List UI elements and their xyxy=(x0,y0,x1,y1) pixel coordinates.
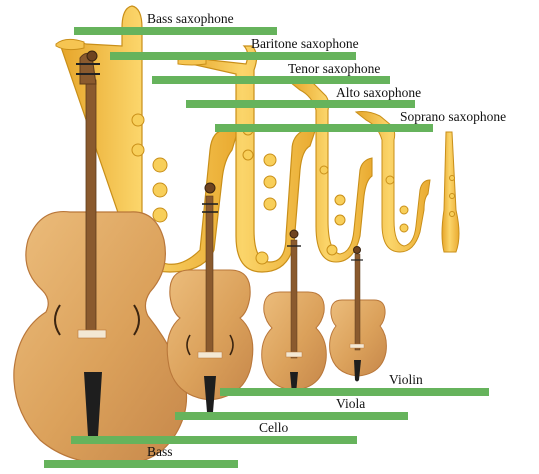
label-bar-bass xyxy=(44,460,238,468)
label-baritone-saxophone: Baritone saxophone xyxy=(251,37,359,51)
label-bass-saxophone: Bass saxophone xyxy=(147,12,234,26)
label-bass: Bass xyxy=(147,445,173,459)
label-soprano-saxophone: Soprano saxophone xyxy=(400,110,506,124)
soprano-saxophone-illustration xyxy=(442,132,459,252)
label-bar-tenor-saxophone xyxy=(152,76,390,84)
label-bar-baritone-saxophone xyxy=(110,52,356,60)
label-violin: Violin xyxy=(389,373,423,387)
label-bar-viola xyxy=(175,412,408,420)
label-bar-soprano-saxophone xyxy=(215,124,433,132)
label-bar-cello xyxy=(71,436,357,444)
label-alto-saxophone: Alto saxophone xyxy=(336,86,421,100)
label-bar-alto-saxophone xyxy=(186,100,415,108)
label-cello: Cello xyxy=(259,421,288,435)
label-bar-violin xyxy=(220,388,489,396)
label-bar-bass-saxophone xyxy=(74,27,277,35)
violin-illustration xyxy=(330,247,387,382)
label-tenor-saxophone: Tenor saxophone xyxy=(288,62,380,76)
label-viola: Viola xyxy=(336,397,365,411)
viola-illustration xyxy=(262,230,327,396)
